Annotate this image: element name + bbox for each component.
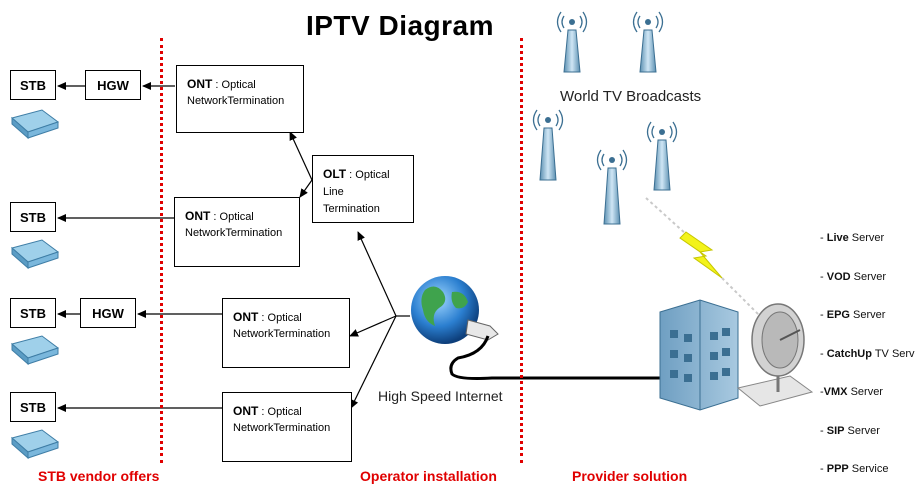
ont-abbr: ONT [233, 404, 259, 418]
world-tv-label: World TV Broadcasts [560, 88, 702, 105]
broadcast-tower-icons [532, 11, 678, 225]
zone-label-operator: Operator installation [360, 468, 497, 484]
ont-line1: Optical [267, 406, 302, 418]
server-item-vod: - VOD Server [820, 270, 887, 283]
server-item-sip: - SIP Server [820, 424, 880, 437]
ont-line2: NetworkTermination [233, 328, 331, 340]
ont-abbr: ONT [185, 209, 211, 223]
divider-operator-provider [520, 38, 523, 463]
server-item-ppp: - PPP Service [820, 463, 889, 475]
ont-line1: Optical [221, 79, 256, 91]
ont-box-1: ONT : Optical NetworkTermination [176, 65, 304, 133]
hgw-box-1: HGW [85, 70, 141, 100]
olt-line1: Optical [355, 169, 390, 181]
satellite-beam-icon [645, 197, 761, 317]
ont-sep: : [212, 79, 222, 91]
ont-box-2: ONT : Optical NetworkTermination [174, 197, 300, 267]
hgw-box-2: HGW [80, 298, 136, 328]
ont-line1: Optical [219, 211, 254, 223]
page-title: IPTV Diagram [305, 10, 495, 41]
ont-line1: Optical [267, 312, 302, 324]
server-list: - Live Server - VOD Server - EPG Server … [820, 232, 915, 502]
olt-abbr: OLT [323, 167, 347, 181]
stb-box-4: STB [10, 392, 56, 422]
server-item-epg: - EPG Server [820, 309, 886, 321]
zone-label-vendor: STB vendor offers [38, 468, 160, 484]
ont-line2: NetworkTermination [185, 227, 283, 239]
ont-abbr: ONT [187, 77, 213, 91]
ont-sep: : [210, 211, 220, 223]
olt-box: OLT : Optical Line Termination [312, 155, 414, 223]
internet-globe-icon [411, 276, 738, 380]
server-item-catchup: - CatchUp TV Server [820, 347, 915, 360]
ont-box-4: ONT : Optical NetworkTermination [222, 392, 352, 462]
provider-server-building-icon [659, 299, 814, 411]
stb-box-2: STB [10, 202, 56, 232]
diagram-canvas [10, 11, 814, 460]
internet-label: High Speed Internet [378, 388, 503, 404]
stb-box-1: STB [10, 70, 56, 100]
olt-line2: Line Termination [323, 186, 380, 215]
zone-label-provider: Provider solution [572, 468, 688, 484]
server-item-live: - Live Server [820, 232, 885, 244]
ont-line2: NetworkTermination [233, 422, 331, 434]
connector-lines [57, 82, 410, 412]
ont-abbr: ONT [233, 310, 259, 324]
ont-sep: : [258, 312, 268, 324]
stb-box-3: STB [10, 298, 56, 328]
olt-sep: : [346, 169, 356, 181]
divider-vendor-operator [160, 38, 163, 463]
ont-line2: NetworkTermination [187, 95, 285, 107]
ont-box-3: ONT : Optical NetworkTermination [222, 298, 350, 368]
ont-sep: : [258, 406, 268, 418]
stb-device-icons [10, 109, 60, 460]
server-item-vmx: -VMX Server [820, 386, 883, 398]
